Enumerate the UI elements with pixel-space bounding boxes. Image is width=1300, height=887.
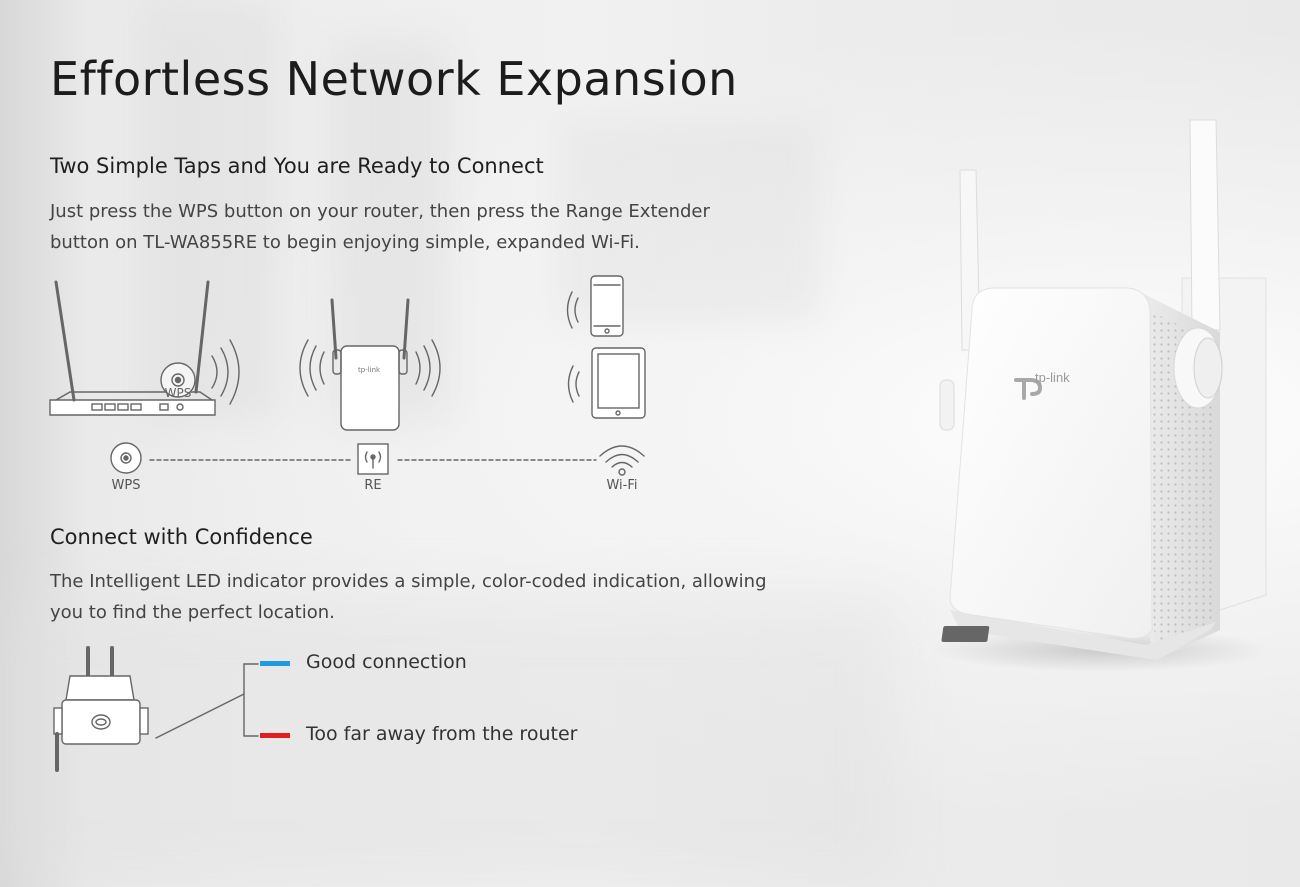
phone-icon [566,275,624,337]
led-far-label: Too far away from the router [306,723,578,745]
led-good-color-bar [260,661,290,666]
section-title-setup: Two Simple Taps and You are Ready to Con… [50,154,544,178]
extender-icon [299,298,441,431]
step-re-label: RE [364,478,382,493]
section-body-setup: Just press the WPS button on your router… [50,196,750,258]
router-wps-label: WPS [164,386,192,400]
svg-text:tp-link: tp-link [358,366,381,374]
led-device-icon [53,646,259,772]
setup-diagram: tp-link [49,275,646,772]
body-line: The Intelligent LED indicator provides a… [50,571,767,592]
range-extender-image [930,119,1270,672]
step-wps-label: WPS [111,478,141,493]
led-far-color-bar [260,733,290,738]
tablet-icon [567,347,646,419]
step-wifi-label: Wi-Fi [606,478,638,493]
page-title: Effortless Network Expansion [50,52,738,106]
body-line: button on TL-WA855RE to begin enjoying s… [50,232,640,253]
brand-logo-text: tp-link [1035,370,1070,385]
router-icon [49,280,240,416]
section-title-confidence: Connect with Confidence [50,525,313,549]
section-body-confidence: The Intelligent LED indicator provides a… [50,566,790,628]
led-good-label: Good connection [306,651,467,673]
body-line: you to find the perfect location. [50,602,335,623]
body-line: Just press the WPS button on your router… [50,201,710,222]
